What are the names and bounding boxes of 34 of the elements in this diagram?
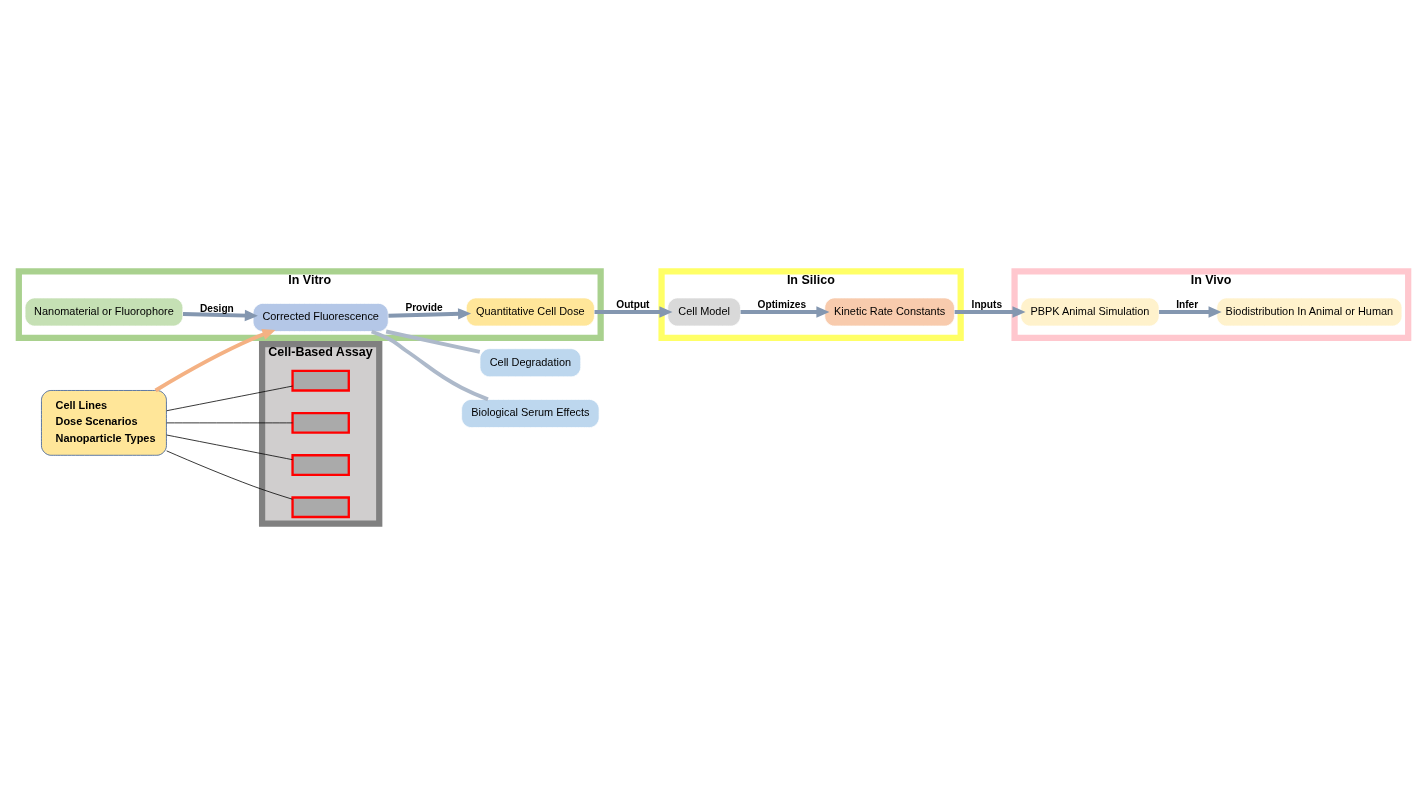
arrow <box>182 309 258 321</box>
node-box: Quantitative Cell Dose <box>465 297 595 326</box>
connector <box>166 449 293 500</box>
node-box: Biological Serum Effects <box>461 398 600 428</box>
edge-label: Inputs <box>971 298 1003 310</box>
node-box <box>291 453 350 476</box>
arrow <box>154 328 276 392</box>
node-box: Cell Degradation <box>479 347 582 377</box>
node-box: PBPK Animal Simulation <box>1020 297 1160 326</box>
connector <box>166 385 293 411</box>
connector <box>385 329 481 354</box>
edge-label: Optimizes <box>757 298 807 310</box>
node-box: Nanomaterial or Fluorophore <box>24 297 184 326</box>
node-box: Cell Lines Dose Scenarios Nanoparticle Types <box>41 389 167 456</box>
node-box: Biodistribution In Animal or Human <box>1216 297 1403 326</box>
node-box <box>291 411 350 434</box>
node-box: Kinetic Rate Constants <box>824 297 955 326</box>
connector <box>371 329 489 401</box>
connector <box>166 434 293 460</box>
arrow <box>594 305 673 318</box>
node-box <box>291 495 350 518</box>
arrow <box>1159 305 1222 318</box>
node-box <box>291 369 350 392</box>
edge-label: Design <box>200 302 234 314</box>
node-box: Cell Model <box>667 297 741 326</box>
arrow <box>388 307 472 320</box>
edge-label: Infer <box>1176 298 1199 310</box>
edge-label: Provide <box>405 301 443 313</box>
connector <box>166 422 293 423</box>
cluster: Cell-Based Assay <box>258 340 383 527</box>
arrow <box>954 305 1026 318</box>
node-box: Corrected Fluorescence <box>252 302 389 332</box>
edge-label: Output <box>616 298 650 310</box>
arrow <box>740 305 830 318</box>
